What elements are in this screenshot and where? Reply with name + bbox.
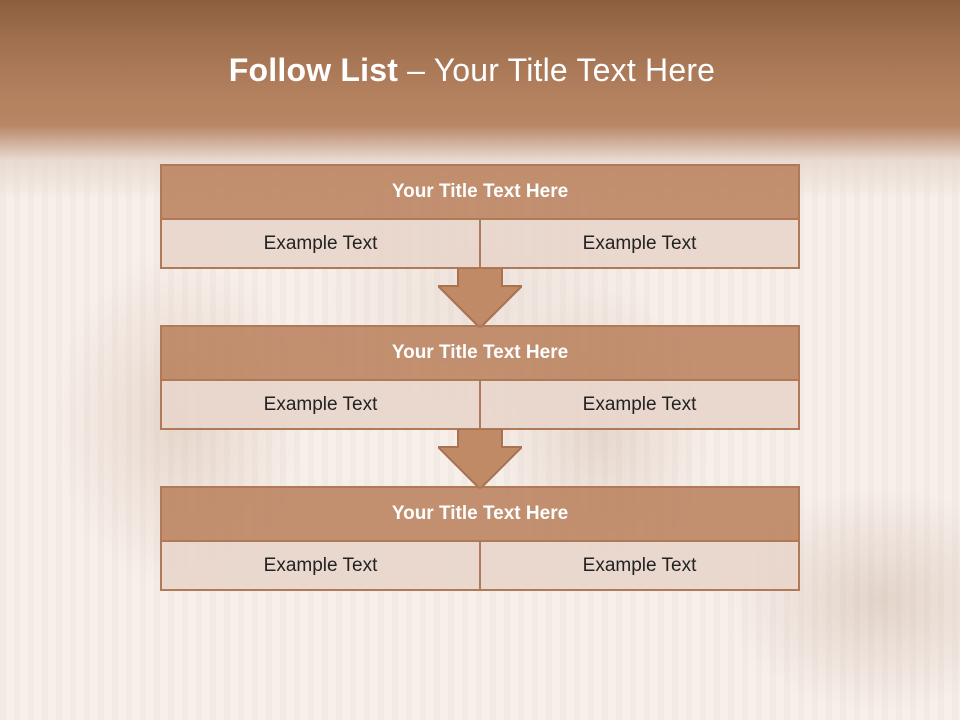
block-title: Your Title Text Here — [160, 486, 800, 542]
list-block-2: Your Title Text Here Example Text Exampl… — [160, 325, 800, 430]
block-row: Example Text Example Text — [160, 220, 800, 269]
slide-title-bold: Follow List — [228, 52, 399, 88]
down-arrow-icon — [438, 429, 522, 489]
list-block-1: Your Title Text Here Example Text Exampl… — [160, 164, 800, 269]
slide-title-rest: – Your Title Text Here — [398, 52, 716, 88]
block-cell-left: Example Text — [162, 381, 479, 428]
block-title: Your Title Text Here — [160, 325, 800, 381]
block-cell-right: Example Text — [479, 220, 798, 267]
block-cell-right: Example Text — [479, 542, 798, 589]
down-arrow-icon — [438, 268, 522, 328]
list-block-3: Your Title Text Here Example Text Exampl… — [160, 486, 800, 591]
block-cell-left: Example Text — [162, 542, 479, 589]
block-title: Your Title Text Here — [160, 164, 800, 220]
block-cell-right: Example Text — [479, 381, 798, 428]
slide-title: Follow List – Your Title Text Here — [0, 52, 944, 89]
block-row: Example Text Example Text — [160, 381, 800, 430]
block-row: Example Text Example Text — [160, 542, 800, 591]
block-cell-left: Example Text — [162, 220, 479, 267]
